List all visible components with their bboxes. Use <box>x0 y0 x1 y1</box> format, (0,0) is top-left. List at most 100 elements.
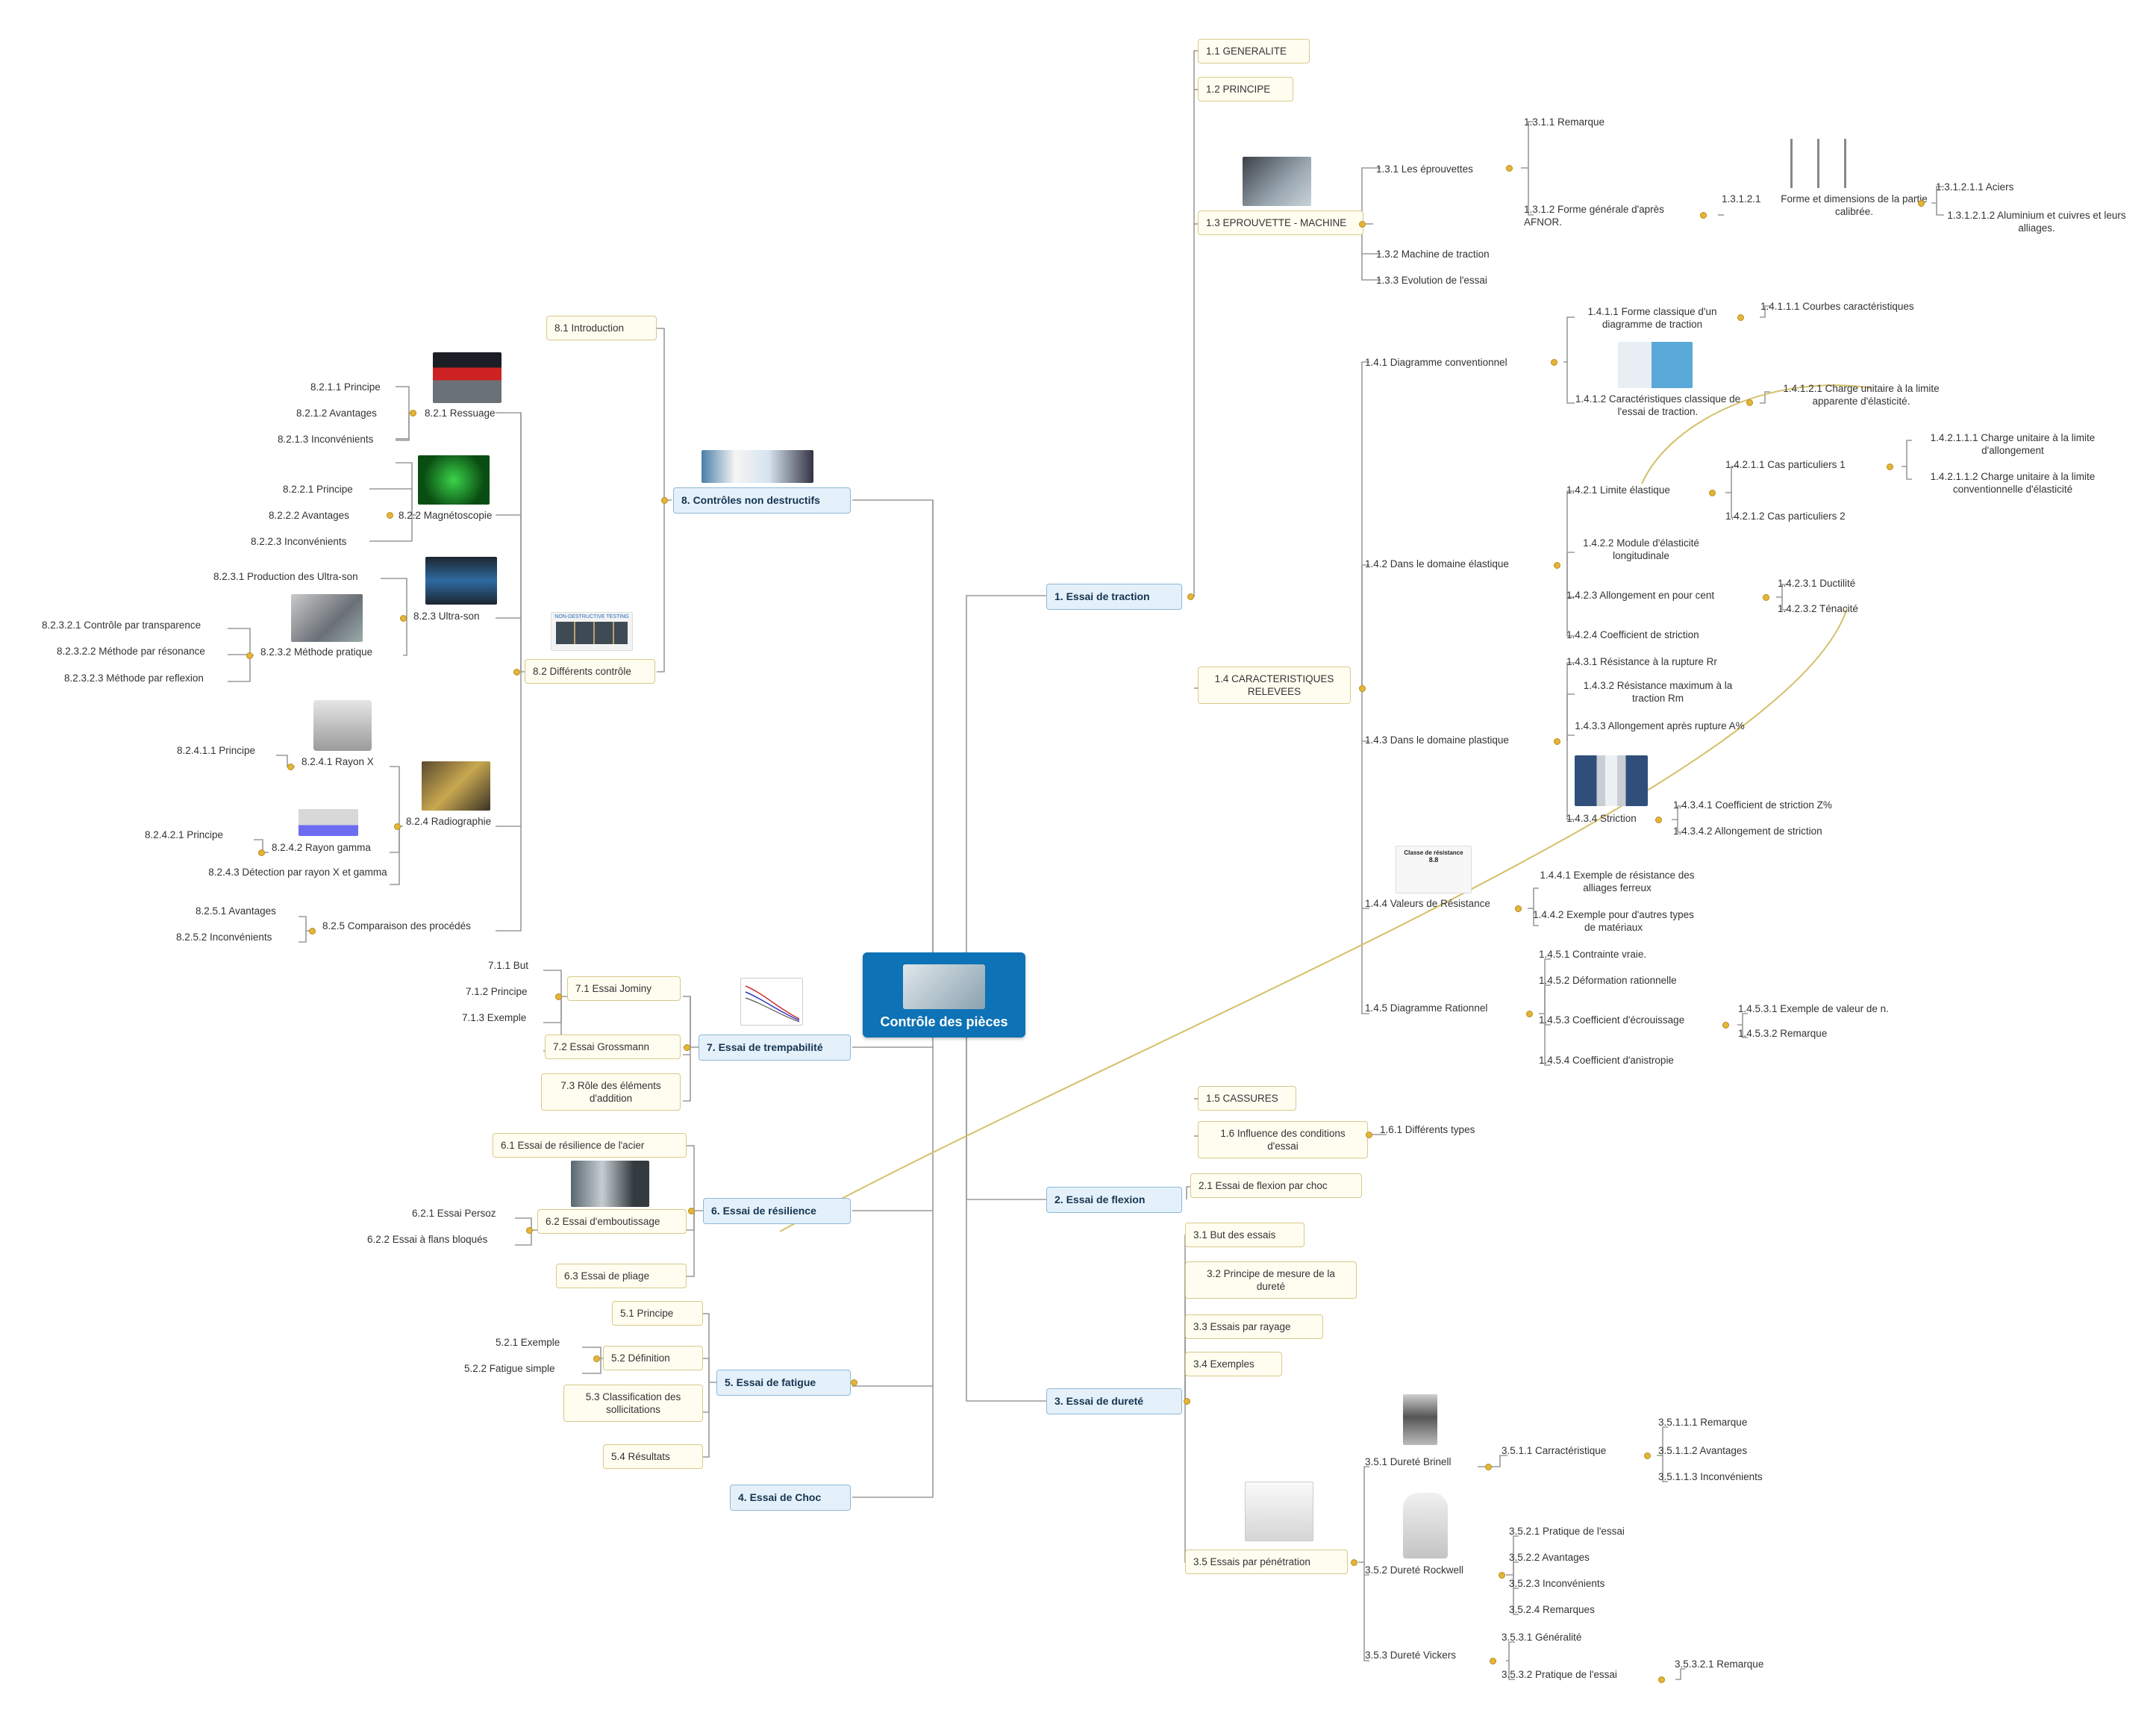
subtopic-8-2-4-2[interactable]: 8.2.4.2 Rayon gamma <box>272 842 371 853</box>
subtopic-3-5-1-1-3[interactable]: 3.5.1.1.3 Inconvénients <box>1658 1471 1763 1482</box>
collapse-handle[interactable] <box>1709 490 1716 496</box>
collapse-handle[interactable] <box>688 1208 695 1214</box>
subtopic-1-4-5-2[interactable]: 1.4.5.2 Déformation rationnelle <box>1539 975 1677 986</box>
topic-3-4[interactable]: 3.4 Exemples <box>1185 1352 1282 1376</box>
collapse-handle[interactable] <box>1359 221 1366 228</box>
subtopic-8-2-5-1[interactable]: 8.2.5.1 Avantages <box>196 905 276 917</box>
subtopic-1-3-1-1[interactable]: 1.3.1.1 Remarque <box>1524 116 1605 128</box>
subtopic-8-2-2-2[interactable]: 8.2.2.2 Avantages <box>269 510 349 521</box>
collapse-handle[interactable] <box>1655 817 1662 823</box>
subtopic-1-6-1[interactable]: 1.6.1 Différents types <box>1380 1124 1475 1135</box>
topic-1-5[interactable]: 1.5 CASSURES <box>1198 1086 1296 1111</box>
subtopic-3-5-3[interactable]: 3.5.3 Dureté Vickers <box>1365 1650 1457 1661</box>
subtopic-3-5-3-2-1[interactable]: 3.5.3.2.1 Remarque <box>1675 1658 1764 1670</box>
collapse-handle[interactable] <box>1887 464 1893 470</box>
topic-1-1[interactable]: 1.1 GENERALITE <box>1198 39 1310 63</box>
subtopic-1-4-5[interactable]: 1.4.5 Diagramme Rationnel <box>1365 1002 1488 1014</box>
subtopic-3-5-1-1-1[interactable]: 3.5.1.1.1 Remarque <box>1658 1417 1748 1428</box>
subtopic-1-4-2-1-2[interactable]: 1.4.2.1.2 Cas particuliers 2 <box>1725 511 1846 522</box>
subtopic-1-4-1-2[interactable]: 1.4.1.2 Caractéristiques classique de l'… <box>1575 393 1741 417</box>
collapse-handle[interactable] <box>1351 1559 1357 1566</box>
collapse-handle[interactable] <box>1359 685 1366 692</box>
subtopic-8-2-1[interactable]: 8.2.1 Ressuage <box>425 408 496 419</box>
subtopic-1-4-5-3-2[interactable]: 1.4.5.3.2 Remarque <box>1738 1028 1828 1039</box>
topic-5-2[interactable]: 5.2 Définition <box>603 1346 703 1370</box>
collapse-handle[interactable] <box>1737 314 1744 321</box>
subtopic-1-4-2-1-1-1[interactable]: 1.4.2.1.1.1 Charge unitaire à la limite … <box>1930 432 2096 456</box>
collapse-handle[interactable] <box>1187 593 1194 600</box>
topic-1-4[interactable]: 1.4 CARACTERISTIQUES RELEVEES <box>1198 667 1351 704</box>
subtopic-8-2-4-3[interactable]: 8.2.4.3 Détection par rayon X et gamma <box>208 867 387 878</box>
subtopic-8-2-3[interactable]: 8.2.3 Ultra-son <box>413 611 480 622</box>
subtopic-1-4-2-3[interactable]: 1.4.2.3 Allongement en pour cent <box>1566 590 1715 601</box>
collapse-handle[interactable] <box>555 993 562 1000</box>
subtopic-1-4-5-3[interactable]: 1.4.5.3 Coefficient d'écrouissage <box>1539 1014 1685 1026</box>
collapse-handle[interactable] <box>1722 1022 1729 1029</box>
collapse-handle[interactable] <box>287 764 294 770</box>
subtopic-1-4-2-1-1-2[interactable]: 1.4.2.1.1.2 Charge unitaire à la limite … <box>1930 471 2096 495</box>
collapse-handle[interactable] <box>1506 165 1513 172</box>
subtopic-3-5-1-1[interactable]: 3.5.1.1 Carractéristique <box>1502 1445 1607 1456</box>
topic-5-4[interactable]: 5.4 Résultats <box>603 1444 703 1469</box>
topic-7-2[interactable]: 7.2 Essai Grossmann <box>545 1035 681 1059</box>
collapse-handle[interactable] <box>1763 594 1769 601</box>
subtopic-8-2-3-2[interactable]: 8.2.3.2 Méthode pratique <box>260 646 373 658</box>
topic-3-2[interactable]: 3.2 Principe de mesure de la dureté <box>1185 1261 1357 1299</box>
topic-2-1[interactable]: 2.1 Essai de flexion par choc <box>1190 1173 1362 1198</box>
subtopic-3-5-2-2[interactable]: 3.5.2.2 Avantages <box>1509 1552 1590 1563</box>
branch-essai-fatigue[interactable]: 5. Essai de fatigue <box>716 1370 851 1396</box>
topic-6-1[interactable]: 6.1 Essai de résilience de l'acier <box>493 1133 687 1158</box>
branch-essai-traction[interactable]: 1. Essai de traction <box>1046 584 1182 610</box>
subtopic-1-4-1-1-1[interactable]: 1.4.1.1.1 Courbes caractéristiques <box>1760 301 1914 312</box>
subtopic-1-4-4-2[interactable]: 1.4.4.2 Exemple pour d'autres types de m… <box>1533 909 1694 933</box>
subtopic-3-5-1-1-2[interactable]: 3.5.1.1.2 Avantages <box>1658 1445 1748 1456</box>
collapse-handle[interactable] <box>1526 1011 1533 1017</box>
topic-7-3[interactable]: 7.3 Rôle des éléments d'addition <box>541 1073 681 1111</box>
subtopic-1-4-2-1[interactable]: 1.4.2.1 Limite élastique <box>1566 484 1670 496</box>
subtopic-8-2-1-1[interactable]: 8.2.1.1 Principe <box>310 381 381 393</box>
topic-3-1[interactable]: 3.1 But des essais <box>1185 1223 1304 1247</box>
subtopic-1-4-2-3-2[interactable]: 1.4.2.3.2 Ténacité <box>1778 603 1858 614</box>
subtopic-1-4-1[interactable]: 1.4.1 Diagramme conventionnel <box>1365 357 1507 368</box>
subtopic-1-4-3-4[interactable]: 1.4.3.4 Striction <box>1566 813 1637 824</box>
collapse-handle[interactable] <box>1485 1464 1492 1470</box>
topic-1-2[interactable]: 1.2 PRINCIPE <box>1198 77 1293 102</box>
subtopic-8-2-4-1-1[interactable]: 8.2.4.1.1 Principe <box>177 745 256 756</box>
subtopic-3-5-3-1[interactable]: 3.5.3.1 Généralité <box>1502 1632 1582 1643</box>
topic-6-3[interactable]: 6.3 Essai de pliage <box>556 1264 687 1288</box>
subtopic-1-4-1-1[interactable]: 1.4.1.1 Forme classique d'un diagramme d… <box>1587 306 1717 330</box>
subtopic-7-1-2[interactable]: 7.1.2 Principe <box>466 986 528 997</box>
topic-5-3[interactable]: 5.3 Classification des sollicitations <box>563 1385 703 1422</box>
collapse-handle[interactable] <box>1700 212 1707 219</box>
subtopic-1-4-3[interactable]: 1.4.3 Dans le domaine plastique <box>1365 734 1509 746</box>
topic-3-3[interactable]: 3.3 Essais par rayage <box>1185 1314 1323 1339</box>
collapse-handle[interactable] <box>1551 359 1557 366</box>
subtopic-1-4-2-4[interactable]: 1.4.2.4 Coefficient de striction <box>1566 629 1699 640</box>
subtopic-3-5-2[interactable]: 3.5.2 Dureté Rockwell <box>1365 1564 1464 1576</box>
collapse-handle[interactable] <box>410 410 416 416</box>
collapse-handle[interactable] <box>1490 1658 1496 1664</box>
subtopic-1-3-1-2-1[interactable]: 1.3.1.2.1 <box>1722 193 1761 205</box>
subtopic-1-4-5-1[interactable]: 1.4.5.1 Contrainte vraie. <box>1539 949 1647 960</box>
collapse-handle[interactable] <box>1366 1132 1372 1138</box>
subtopic-3-5-1[interactable]: 3.5.1 Dureté Brinell <box>1365 1456 1452 1467</box>
topic-3-5[interactable]: 3.5 Essais par pénétration <box>1185 1550 1348 1574</box>
topic-6-2[interactable]: 6.2 Essai d'emboutissage <box>537 1209 687 1234</box>
subtopic-1-4-3-1[interactable]: 1.4.3.1 Résistance à la rupture Rr <box>1566 656 1717 667</box>
subtopic-1-4-4-1[interactable]: 1.4.4.1 Exemple de résistance des alliag… <box>1540 870 1695 893</box>
subtopic-8-2-3-2-2[interactable]: 8.2.3.2.2 Méthode par résonance <box>57 646 205 657</box>
branch-essai-durete[interactable]: 3. Essai de dureté <box>1046 1388 1182 1414</box>
collapse-handle[interactable] <box>593 1355 600 1362</box>
collapse-handle[interactable] <box>1554 562 1560 569</box>
collapse-handle[interactable] <box>400 615 407 622</box>
collapse-handle[interactable] <box>258 849 265 856</box>
subtopic-1-4-3-2[interactable]: 1.4.3.2 Résistance maximum à la traction… <box>1583 680 1733 704</box>
subtopic-3-5-2-1[interactable]: 3.5.2.1 Pratique de l'essai <box>1509 1526 1625 1537</box>
subtopic-8-2-3-2-1[interactable]: 8.2.3.2.1 Contrôle par transparence <box>42 620 201 631</box>
subtopic-7-1-3[interactable]: 7.1.3 Exemple <box>462 1012 527 1023</box>
collapse-handle[interactable] <box>1554 738 1560 745</box>
branch-controles-non-destructifs[interactable]: 8. Contrôles non destructifs <box>673 487 851 514</box>
collapse-handle[interactable] <box>394 823 401 830</box>
collapse-handle[interactable] <box>661 497 668 504</box>
subtopic-8-2-5-2[interactable]: 8.2.5.2 Inconvénients <box>176 932 272 943</box>
